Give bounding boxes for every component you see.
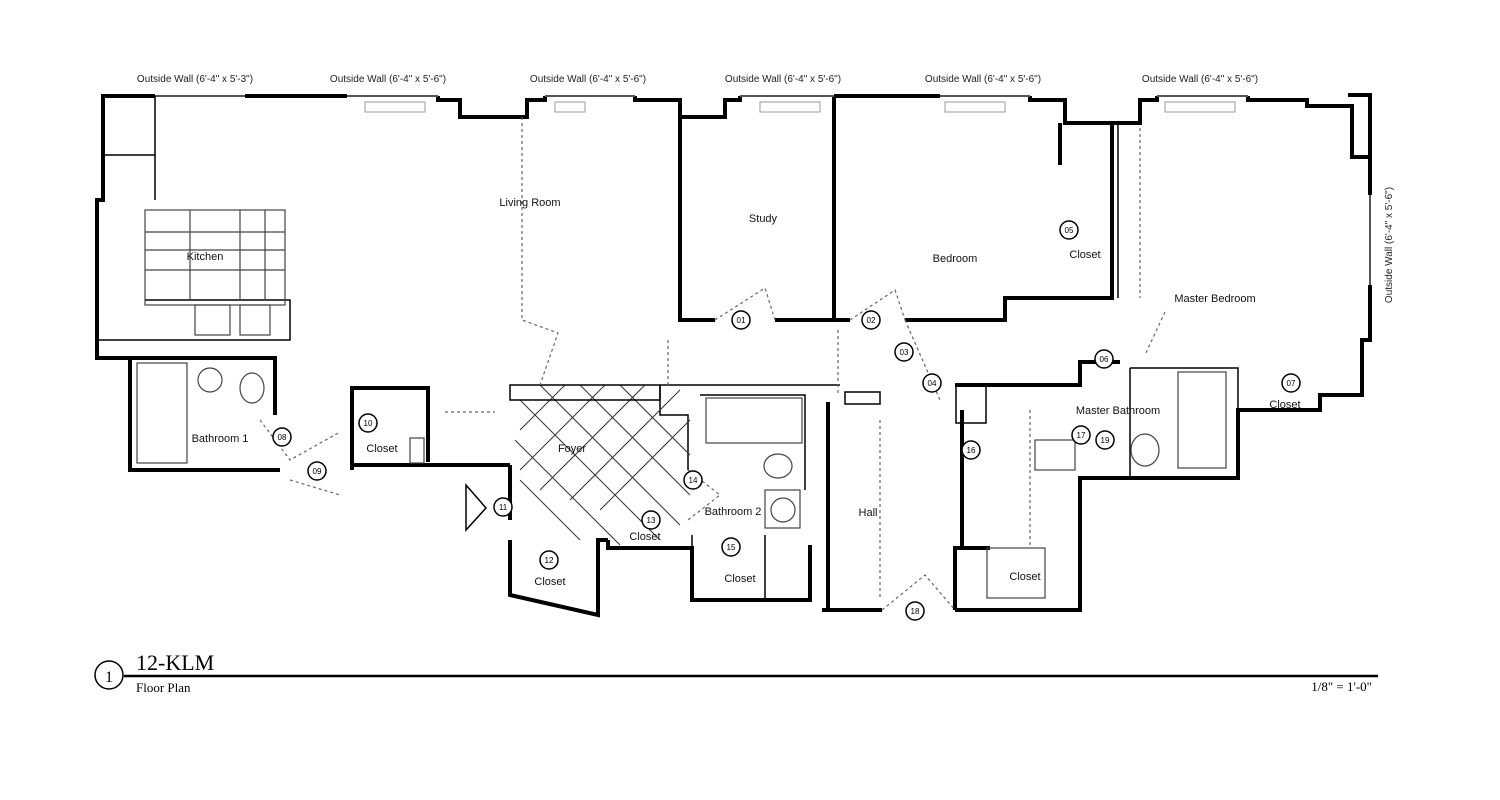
room-label-living-room: Living Room	[499, 197, 560, 209]
window-label: Outside Wall (6'-4" x 5'-6")	[1142, 74, 1258, 85]
interior-walls	[97, 96, 1239, 610]
door-tag-label: 02	[867, 316, 876, 325]
toilet-2	[763, 453, 793, 479]
door-tag-circle	[1094, 349, 1114, 369]
door-tag-circle	[961, 440, 981, 460]
room-label-closet-a: Closet	[366, 443, 397, 455]
room-label-closet-c: Closet	[724, 573, 755, 585]
door-tag-label: 15	[727, 543, 736, 552]
door-tags: 01 02 03 04 05 06 07 08 09 10 11 12 13 14 15 16 17 18 19	[272, 220, 1301, 621]
room-label-closet-d: Closet	[1069, 249, 1100, 261]
window-label: Outside Wall (6'-4" x 5'-6")	[1384, 187, 1395, 303]
bathtub-master	[1177, 371, 1227, 469]
door-tag-label: 06	[1100, 355, 1109, 364]
window-label: Outside Wall (6'-4" x 5'-6")	[725, 74, 841, 85]
door-tag-label: 16	[967, 446, 976, 455]
bathtub-2	[705, 397, 803, 444]
door-tag-circle	[307, 461, 327, 481]
door-tag-label: 11	[499, 503, 508, 512]
door-tag-label: 04	[928, 379, 937, 388]
room-label-closet-g: Closet	[1009, 571, 1040, 583]
door-tag-circle	[683, 470, 703, 490]
drawing-number-circle	[94, 660, 124, 690]
door-tag-circle	[272, 427, 292, 447]
foyer-floor-hatch	[509, 384, 691, 546]
room-labels: Kitchen Living Room Study Bedroom Master…	[187, 197, 1301, 588]
column	[955, 384, 987, 424]
room-label-master-bedroom: Master Bedroom	[1174, 293, 1255, 305]
door-tag-circle	[539, 550, 559, 570]
door-tag-label: 12	[545, 556, 554, 565]
room-label-bedroom: Bedroom	[933, 253, 978, 265]
door-tag-label: 19	[1101, 436, 1110, 445]
door-tag-circle	[922, 373, 942, 393]
door-tag-label: 08	[278, 433, 287, 442]
door-tag-label: 07	[1287, 379, 1296, 388]
entry-marker	[465, 482, 488, 532]
vanity-master	[1034, 439, 1076, 471]
window-label: Outside Wall (6'-4" x 5'-6")	[925, 74, 1041, 85]
kitchen-sink	[194, 304, 231, 336]
sink-2	[764, 489, 801, 529]
drawing-scale: 1/8" = 1'-0"	[1311, 679, 1372, 694]
door-tag-circle	[1059, 220, 1079, 240]
door-tag-label: 17	[1077, 431, 1086, 440]
door-tag-circle	[894, 342, 914, 362]
door-tag-circle	[731, 310, 751, 330]
room-label-bathroom-1: Bathroom 1	[192, 433, 249, 445]
door-tag-label: 09	[313, 467, 322, 476]
door-tag-circle	[1071, 425, 1091, 445]
dashed-lines	[259, 117, 1166, 611]
door-tag-circle	[641, 510, 661, 530]
room-label-study: Study	[749, 213, 778, 225]
window-bands	[155, 95, 1371, 285]
window-labels: Outside Wall (6'-4" x 5'-3") Outside Wal…	[137, 74, 1395, 303]
door-tag-label: 10	[364, 419, 373, 428]
room-label-foyer: Foyer	[558, 443, 586, 455]
fixtures	[136, 209, 1227, 599]
exterior-walls	[95, 93, 1372, 618]
door-tag-label: 14	[689, 476, 698, 485]
toilet-1	[239, 372, 265, 404]
door-tag-label: 01	[737, 316, 746, 325]
door-tag-label: 13	[647, 516, 656, 525]
drawing-subtitle: Floor Plan	[136, 680, 191, 695]
title-block: 1 12-KLM Floor Plan 1/8" = 1'-0"	[94, 650, 1378, 695]
window-label: Outside Wall (6'-4" x 5'-6")	[530, 74, 646, 85]
door-tag-circle	[493, 497, 513, 517]
door-tag-circle	[861, 310, 881, 330]
window-label: Outside Wall (6'-4" x 5'-6")	[330, 74, 446, 85]
room-label-hall: Hall	[859, 507, 878, 519]
kitchen-range	[239, 304, 271, 336]
room-label-bathroom-2: Bathroom 2	[705, 506, 762, 518]
room-label-master-bathroom: Master Bathroom	[1076, 405, 1160, 417]
door-tag-circle	[1281, 373, 1301, 393]
drawing-title: 12-KLM	[136, 650, 214, 675]
window-label: Outside Wall (6'-4" x 5'-3")	[137, 74, 253, 85]
door-tag-circle	[721, 537, 741, 557]
bathtub-1	[136, 362, 188, 464]
door-tag-circle	[1095, 430, 1115, 450]
room-label-closet-e: Closet	[1269, 399, 1300, 411]
sink-1	[197, 367, 223, 393]
drawing-number: 1	[105, 669, 113, 686]
room-label-closet-f: Closet	[534, 576, 565, 588]
door-tag-circle	[358, 413, 378, 433]
room-label-closet-b: Closet	[629, 531, 660, 543]
door-tag-circle	[905, 601, 925, 621]
toilet-master	[1130, 433, 1160, 467]
door-tag-label: 18	[911, 607, 920, 616]
room-label-kitchen: Kitchen	[187, 251, 224, 263]
laundry	[986, 547, 1046, 599]
door-tag-label: 03	[900, 348, 909, 357]
door-tag-label: 05	[1065, 226, 1074, 235]
